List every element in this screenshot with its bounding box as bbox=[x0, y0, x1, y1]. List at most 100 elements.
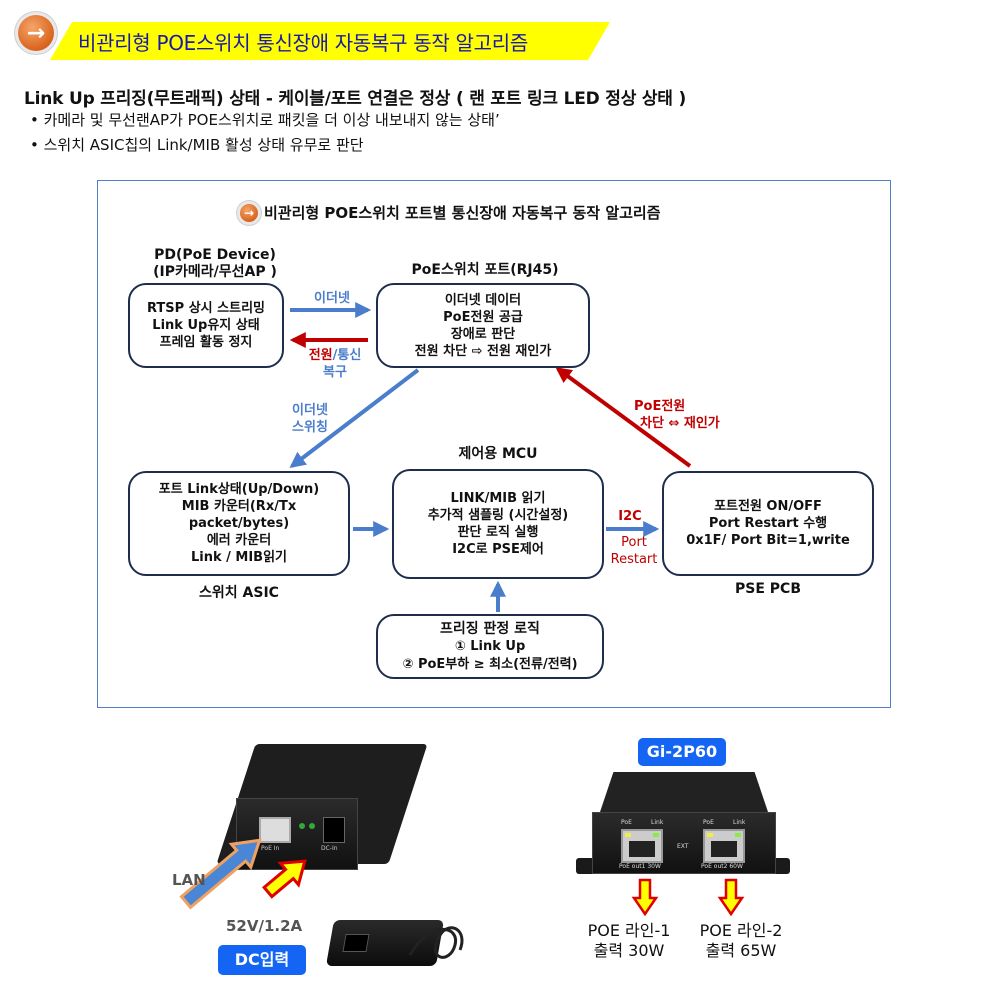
down-arrow-2-icon bbox=[717, 878, 745, 917]
box-line: Port Restart 수행 bbox=[708, 516, 828, 531]
led-icon bbox=[625, 833, 631, 837]
box-line: 이더넷 데이터 bbox=[444, 292, 522, 308]
led-icon bbox=[735, 833, 741, 837]
pd-label-line: (IP카메라/무선AP ) bbox=[153, 264, 277, 280]
led-link-text: Link bbox=[651, 819, 664, 826]
model-badge: Gi-2P60 bbox=[638, 738, 726, 766]
title-banner bbox=[50, 22, 610, 60]
box-line: MIB 카운터(Rx/Tx packet/bytes) bbox=[181, 499, 297, 531]
arrow-port-to-asic bbox=[289, 368, 420, 468]
poe-line-1-label: POE 라인-1 출력 30W bbox=[578, 921, 680, 961]
edge-label-power: 전원 bbox=[308, 348, 333, 363]
port1-text: PoE out1 30W bbox=[619, 863, 661, 870]
box-line: 판단 로직 실행 bbox=[457, 525, 539, 540]
rj45-port-icon bbox=[259, 817, 291, 843]
asic-box: 포트 Link상태(Up/Down) MIB 카운터(Rx/Tx packet/… bbox=[128, 471, 350, 576]
asic-label: 스위치 ASIC bbox=[199, 585, 279, 601]
subheading: Link Up 프리징(무트래픽) 상태 - 케이블/포트 연결은 정상 ( 랜… bbox=[24, 89, 687, 109]
bullet-text: 스위치 ASIC칩의 Link/MIB 활성 상태 유무로 판단 bbox=[43, 136, 364, 154]
port-label: PoE스위치 포트(RJ45) bbox=[411, 262, 559, 278]
edge-label-recover: 복구 bbox=[323, 365, 347, 380]
label-line: 출력 30W bbox=[593, 941, 665, 960]
edge-label-recovery: 전원/통신 복구 bbox=[298, 347, 372, 381]
led-icon bbox=[299, 823, 305, 829]
port2-text: PoE out2 60W bbox=[701, 863, 743, 870]
led-icon bbox=[653, 833, 659, 837]
bullet-text: 카메라 및 무선랜AP가 POE스위치로 패킷을 더 이상 내보내지 않는 상태… bbox=[43, 111, 500, 129]
box-line: ① Link Up bbox=[454, 638, 526, 654]
edge-label-poe-power: PoE전원 차단 ⇔ 재인가 bbox=[620, 398, 750, 432]
edge-label-comm: /통신 bbox=[332, 348, 362, 363]
led-icon bbox=[309, 823, 315, 829]
box-line: Link / MIB읽기 bbox=[190, 550, 288, 565]
arrow-pse-to-port bbox=[555, 367, 692, 468]
led-poe-text: PoE bbox=[703, 819, 714, 826]
box-line: PoE전원 공급 bbox=[443, 309, 523, 325]
bullet-item: • 스위치 ASIC칩의 Link/MIB 활성 상태 유무로 판단 bbox=[30, 136, 364, 154]
down-arrow-1-icon bbox=[631, 878, 659, 917]
box-line: RTSP 상시 스트리밍 bbox=[147, 301, 265, 316]
edge-label-switching: 이더넷 스위칭 bbox=[280, 402, 340, 436]
edge-label-line: Restart bbox=[610, 552, 658, 567]
power-spec-label: 52V/1.2A bbox=[226, 917, 303, 935]
box-line: Link Up유지 상태 bbox=[152, 318, 260, 333]
edge-label-port-restart: Port Restart bbox=[606, 534, 662, 568]
edge-label-line: Port bbox=[621, 535, 647, 550]
box-line: LINK/MIB 읽기 bbox=[450, 491, 546, 506]
pse-label: PSE PCB bbox=[735, 581, 801, 597]
box-line: 장애로 판단 bbox=[450, 326, 516, 342]
edge-label-line: 이더넷 bbox=[292, 403, 328, 418]
output-arrows bbox=[631, 878, 745, 917]
label-line: POE 라인-1 bbox=[587, 921, 671, 940]
adapter-cable-icon bbox=[408, 926, 464, 959]
box-line: 에러 카운터 bbox=[206, 533, 272, 548]
edge-label-i2c: I2C bbox=[618, 509, 642, 524]
extender-device-top bbox=[600, 772, 768, 812]
pd-label-line: PD(PoE Device) bbox=[154, 247, 276, 263]
bullet-item: • 카메라 및 무선랜AP가 POE스위치로 패킷을 더 이상 내보내지 않는 … bbox=[30, 111, 500, 129]
box-line: 프레임 활동 정지 bbox=[159, 335, 253, 350]
box-line: I2C로 PSE제어 bbox=[452, 542, 544, 557]
dc-input-badge: DC입력 bbox=[218, 945, 306, 975]
box-line: 추가적 샘플링 (시간설정) bbox=[427, 508, 569, 523]
dc-text: DC-In bbox=[321, 845, 338, 852]
lan-label: LAN bbox=[172, 871, 206, 889]
arrow-right-circle-icon: → bbox=[240, 204, 258, 222]
edge-label-ethernet: 이더넷 bbox=[314, 291, 350, 306]
page-title: 비관리형 POE스위치 통신장애 자동복구 동작 알고리즘 bbox=[78, 31, 528, 55]
arrow-right-circle-icon: → bbox=[18, 15, 54, 51]
port-text: PoE In bbox=[261, 845, 280, 852]
box-line: 포트전원 ON/OFF bbox=[714, 499, 822, 514]
freeze-logic-box: 프리징 판정 로직 ① Link Up ② PoE부하 ≥ 최소(전류/전력) bbox=[376, 614, 604, 679]
ext-text: EXT bbox=[677, 843, 689, 850]
box-line: ② PoE부하 ≥ 최소(전류/전력) bbox=[402, 656, 578, 672]
rj45-port-1-icon bbox=[621, 829, 663, 863]
mcu-box: LINK/MIB 읽기 추가적 샘플링 (시간설정) 판단 로직 실행 I2C로… bbox=[392, 469, 604, 579]
port-jack bbox=[629, 841, 655, 857]
injector-device-front: PoE In DC-In bbox=[236, 798, 358, 870]
led-icon bbox=[707, 833, 713, 837]
led-poe-text: PoE bbox=[621, 819, 632, 826]
diagram-frame bbox=[97, 180, 891, 708]
box-line: 포트 Link상태(Up/Down) bbox=[158, 482, 320, 497]
box-line: 0x1F/ Port Bit=1,write bbox=[686, 533, 850, 548]
box-line: 전원 차단 ⇨ 전원 재인가 bbox=[414, 343, 552, 359]
dc-jack-icon bbox=[323, 817, 345, 843]
box-title: 프리징 판정 로직 bbox=[440, 620, 540, 637]
extender-device-front: PoE Link PoE Link EXT PoE out1 30W PoE o… bbox=[592, 812, 776, 874]
edge-label-line: 스위칭 bbox=[292, 420, 328, 435]
dc-arrow-icon bbox=[262, 859, 307, 899]
pse-box: 포트전원 ON/OFF Port Restart 수행 0x1F/ Port B… bbox=[662, 471, 874, 576]
edge-label-line: 차단 ⇔ 재인가 bbox=[640, 416, 720, 431]
port-jack bbox=[711, 841, 737, 857]
pd-box: RTSP 상시 스트리밍 Link Up유지 상태 프레임 활동 정지 bbox=[128, 283, 284, 368]
port-box: 이더넷 데이터 PoE전원 공급 장애로 판단 전원 차단 ⇨ 전원 재인가 bbox=[376, 283, 590, 368]
lan-arrow-icon bbox=[179, 838, 262, 910]
mcu-label: 제어용 MCU bbox=[458, 446, 538, 462]
ac-socket-icon bbox=[342, 934, 370, 952]
poe-line-2-label: POE 라인-2 출력 65W bbox=[690, 921, 792, 961]
diagram-title: 비관리형 POE스위치 포트별 통신장애 자동복구 동작 알고리즘 bbox=[264, 204, 661, 222]
label-line: 출력 65W bbox=[705, 941, 777, 960]
rj45-port-2-icon bbox=[703, 829, 745, 863]
